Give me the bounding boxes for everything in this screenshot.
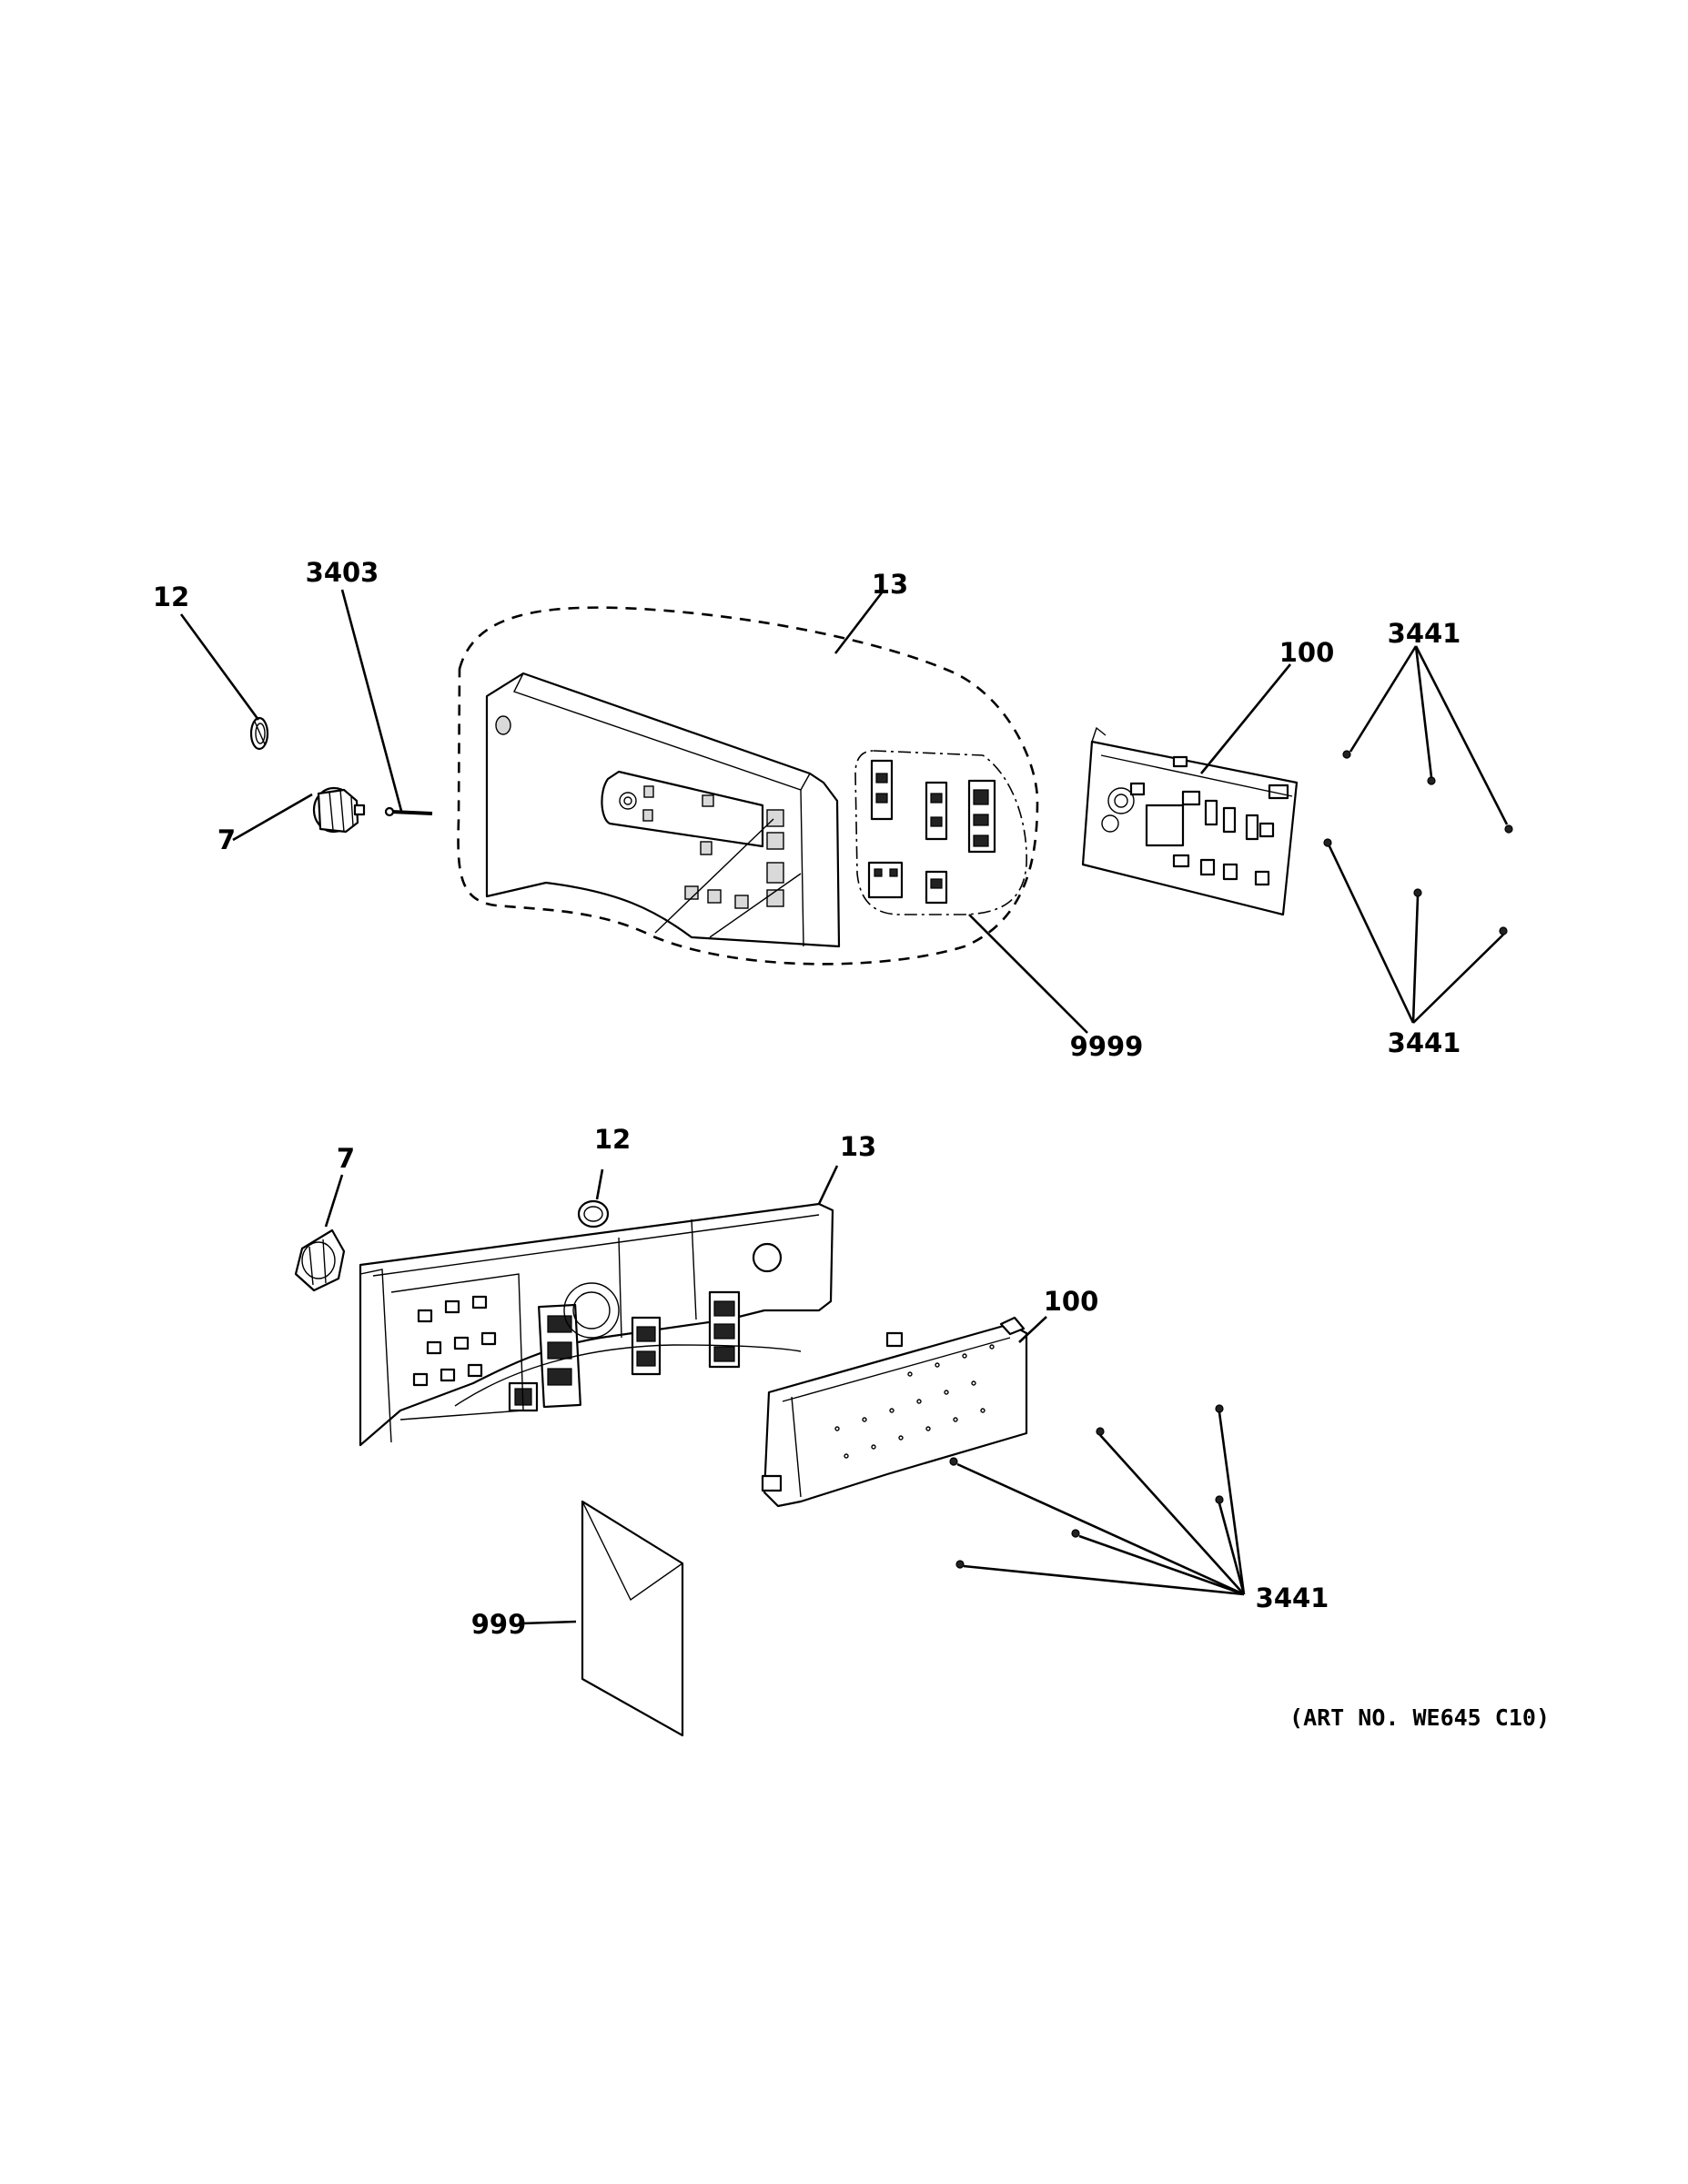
art-number: (ART NO. WE645 C10) <box>1289 1704 1550 1731</box>
callout-100-bottom: 100 <box>1044 1286 1099 1317</box>
literature-part-999 <box>581 1500 684 1737</box>
callout-labels: 12 3403 13 7 100 3441 3441 9999 7 12 13 … <box>153 557 1550 1731</box>
callout-3441-top-upper: 3441 <box>1388 618 1461 649</box>
control-board-part-100-top <box>1081 726 1299 916</box>
knob-part-7-top <box>312 786 366 834</box>
callout-3441-top-lower: 3441 <box>1388 1027 1461 1058</box>
leader-lines <box>179 589 1509 1625</box>
callout-7-top: 7 <box>217 824 236 855</box>
control-board-part-100-bottom <box>761 1316 1028 1508</box>
control-panel-part-13-top <box>457 606 1039 966</box>
callout-3403: 3403 <box>306 557 379 588</box>
bezel-ring-part-12-bottom <box>577 1199 610 1228</box>
control-panel-part-13-bottom <box>359 1202 834 1447</box>
callout-12-top: 12 <box>153 581 189 612</box>
callout-13-top: 13 <box>872 569 908 600</box>
callout-7-bottom: 7 <box>337 1143 355 1174</box>
button-kit-part-9999 <box>854 750 1027 915</box>
callout-100-top: 100 <box>1279 637 1335 668</box>
callout-3441-bottom: 3441 <box>1256 1582 1329 1613</box>
screw-part-3403 <box>384 806 433 817</box>
callout-13-bottom: 13 <box>840 1131 876 1162</box>
callout-9999: 9999 <box>1070 1031 1144 1062</box>
callout-999: 999 <box>471 1609 527 1640</box>
bezel-ring-part-12-top <box>249 716 269 751</box>
callout-12-bottom: 12 <box>594 1124 631 1155</box>
knob-part-7-bottom <box>294 1228 346 1292</box>
